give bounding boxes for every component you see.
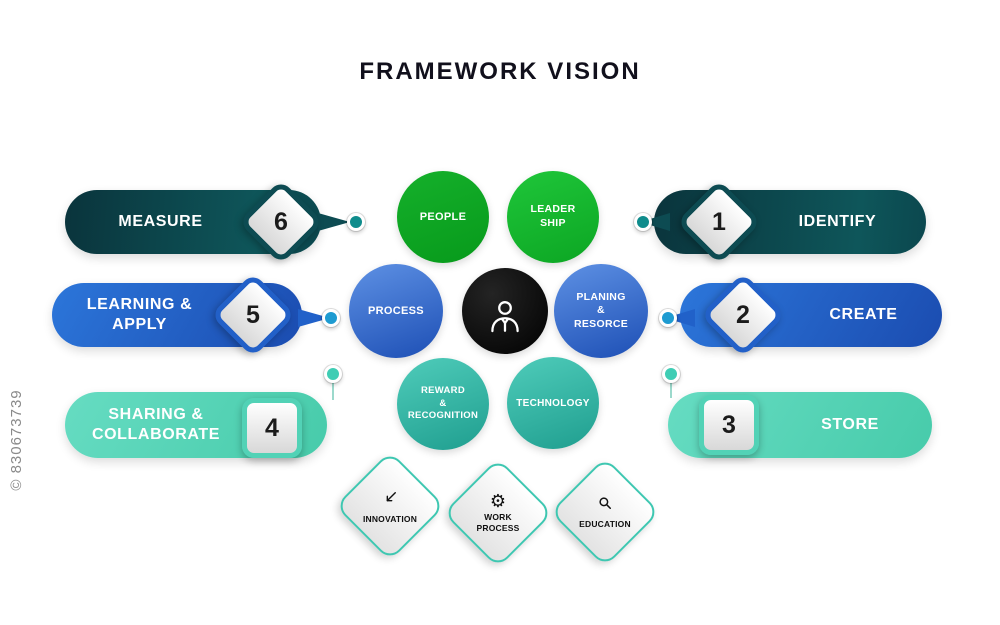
circle-process-label: PROCESS [368, 304, 424, 317]
circle-people: PEOPLE [397, 171, 489, 263]
sharing-connector-line [332, 378, 334, 400]
circle-process: PROCESS [349, 264, 443, 358]
badge-4: 4 [242, 398, 302, 458]
badge-2-number: 2 [736, 300, 750, 329]
chart-decline-icon [381, 488, 400, 512]
person-icon [484, 281, 526, 341]
search-icon [596, 494, 614, 517]
sharing-connector-dot [324, 365, 342, 383]
banner-create: CREATE 2 [680, 272, 942, 358]
diamond-innovation-label: INNOVATION [362, 513, 418, 524]
badge-5: 5 [210, 272, 296, 358]
store-connector-line [670, 378, 672, 398]
circle-planning-resource-label: PLANING & RESORCE [573, 290, 629, 330]
gear-icon: ⚙ [489, 491, 507, 512]
banner-store: STORE 3 [668, 392, 932, 458]
banner-measure-label: MEASURE [118, 213, 203, 230]
badge-5-number: 5 [246, 300, 260, 329]
badge-1-number: 1 [712, 207, 726, 236]
banner-sharing-collaborate: SHARING & COLLABORATE 4 [65, 392, 327, 458]
banner-identify: IDENTIFY 1 [654, 179, 926, 265]
circle-reward-recognition-label: REWARD & RECOGNITION [407, 385, 479, 422]
banner-create-label: CREATE [829, 306, 898, 323]
circle-people-label: PEOPLE [419, 210, 467, 223]
diamond-work-process: ⚙ WORK PROCESS [442, 457, 554, 569]
badge-1: 1 [676, 179, 762, 265]
circle-leadership: LEADER SHIP [507, 171, 599, 263]
circle-reward-recognition: REWARD & RECOGNITION [397, 358, 489, 450]
learning-connector-dot [322, 309, 340, 327]
badge-6-number: 6 [274, 207, 288, 236]
diamond-education: EDUCATION [549, 456, 661, 568]
page-title: FRAMEWORK VISION [359, 58, 641, 85]
measure-connector-tail [318, 213, 350, 231]
badge-2: 2 [700, 272, 786, 358]
measure-connector-dot [347, 213, 365, 231]
banner-learning-apply-label: LEARNING & APPLY [86, 296, 193, 333]
center-person-circle [462, 268, 548, 354]
identify-connector-dot [634, 213, 652, 231]
badge-4-number: 4 [265, 413, 279, 442]
banner-measure: MEASURE 6 [65, 179, 324, 265]
diamond-work-process-label: WORK PROCESS [476, 512, 520, 533]
diamond-innovation: INNOVATION [334, 450, 446, 562]
banner-store-label: STORE [821, 416, 879, 433]
circle-planning-resource: PLANING & RESORCE [554, 264, 648, 358]
banner-identify-label: IDENTIFY [798, 213, 877, 230]
stock-watermark: © 830673739 [8, 389, 25, 491]
create-connector-dot [659, 309, 677, 327]
circle-technology-label: TECHNOLOGY [516, 397, 590, 409]
badge-6: 6 [238, 179, 324, 265]
circle-technology: TECHNOLOGY [507, 357, 599, 449]
badge-3: 3 [699, 395, 759, 455]
store-connector-dot [662, 365, 680, 383]
badge-3-number: 3 [722, 410, 736, 439]
diamond-education-label: EDUCATION [579, 519, 631, 530]
banner-sharing-collaborate-label: SHARING & COLLABORATE [91, 406, 221, 443]
banner-learning-apply: LEARNING & APPLY 5 [52, 272, 302, 358]
circle-leadership-label: LEADER SHIP [530, 203, 576, 229]
